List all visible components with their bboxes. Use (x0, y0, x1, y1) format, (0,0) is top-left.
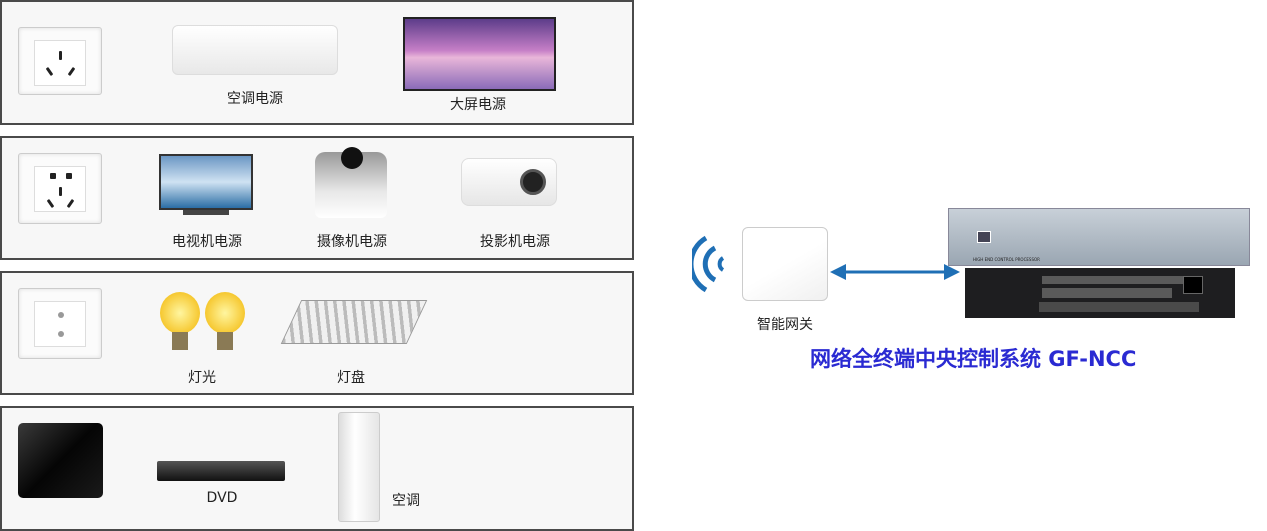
projector-lens (520, 169, 546, 195)
label-lighting: 灯光 (188, 370, 216, 386)
label-ac-power: 空调电源 (227, 91, 283, 107)
light-bulb-icon (205, 292, 245, 334)
light-switch-icon (18, 288, 102, 359)
wifi-icon (692, 235, 725, 293)
power-inlet-icon (1183, 276, 1203, 294)
three-pin-socket-icon (18, 27, 102, 95)
label-air-conditioner: 空调 (392, 493, 420, 509)
label-screen-power: 大屏电源 (450, 97, 506, 113)
label-tv-power: 电视机电源 (172, 234, 242, 250)
dvd-player-image (157, 461, 285, 481)
bulb-base (172, 332, 188, 350)
camera-lens (341, 147, 363, 169)
label-gateway: 智能网关 (757, 317, 813, 333)
controller-rear-panel (965, 268, 1235, 318)
controller-caption: HIGH END CONTROL PROCESSOR (973, 257, 1040, 262)
label-projector-power: 投影机电源 (480, 234, 550, 250)
air-conditioner-image (172, 25, 338, 75)
controller-front-panel: HIGH END CONTROL PROCESSOR (948, 208, 1250, 266)
label-dvd: DVD (206, 490, 238, 506)
terminal-strip (1042, 276, 1202, 284)
terminal-strip (1042, 288, 1172, 298)
serial-ports (1039, 302, 1199, 312)
system-title: 网络全终端中央控制系统 GF-NCC (810, 347, 1137, 371)
smart-gateway-image (742, 227, 828, 301)
label-camera-power: 摄像机电源 (317, 234, 387, 250)
bulb-base (217, 332, 233, 350)
controller-logo-icon (977, 231, 991, 243)
tv-image (159, 154, 253, 210)
panel-appliances (0, 406, 634, 531)
label-light-panel: 灯盘 (337, 370, 365, 386)
five-pin-socket-icon (18, 153, 102, 224)
ceiling-light-panel-image (280, 300, 428, 344)
bidirectional-arrow-icon (830, 264, 960, 280)
light-bulb-icon (160, 292, 200, 334)
floor-ac-image (338, 412, 380, 522)
tv-stand (183, 210, 229, 215)
video-wall-image (403, 17, 556, 91)
black-control-panel-image (18, 423, 103, 498)
